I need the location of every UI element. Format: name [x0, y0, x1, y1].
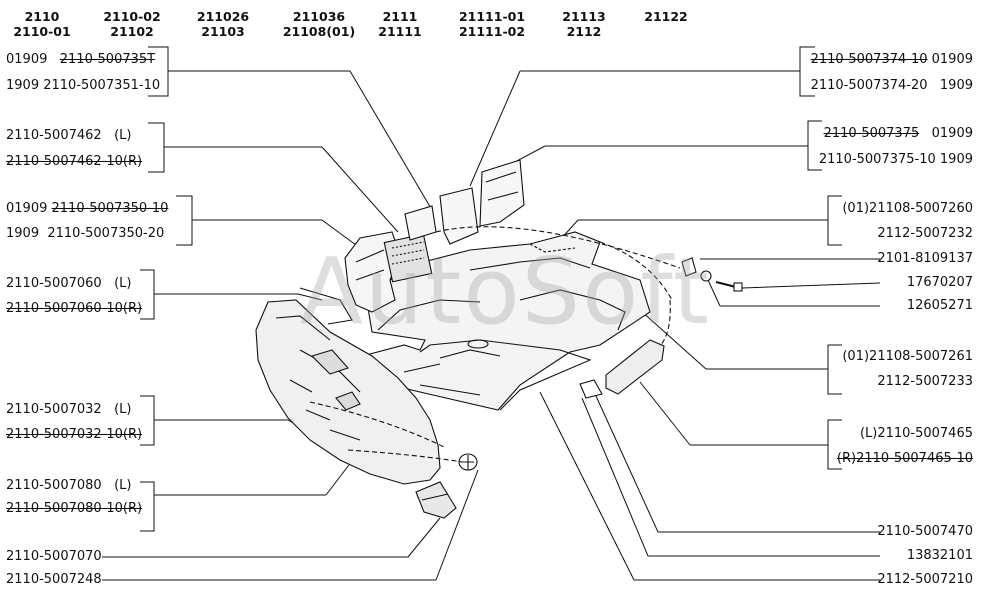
header-col-4-top: 211036 — [292, 9, 346, 24]
header-col-1-bottom: 2110-01 — [13, 24, 71, 39]
label-r7: 2101-8109137 — [877, 251, 973, 266]
header-col-8-top: 21122 — [644, 9, 688, 24]
header-col-4: 211036 21108(01) — [276, 9, 362, 39]
header-col-2-bottom: 21102 — [110, 24, 154, 39]
label-r10: (01)21108-5007261 — [842, 349, 973, 364]
label-r2: 2110-5007374-20 1909 — [810, 78, 973, 93]
label-r4: 2110-5007375-10 1909 — [818, 152, 973, 167]
header-col-5: 2111 21111 — [370, 9, 430, 39]
label-l6: 1909 2110-5007350-20 — [6, 226, 165, 241]
label-r1: 2110-5007374-10 01909 — [810, 52, 973, 67]
header-col-1-top: 2110 — [24, 9, 60, 24]
header-col-6-top: 21111-01 — [458, 9, 526, 24]
label-r15: 13832101 — [906, 548, 973, 563]
watermark: AutoSoft — [300, 238, 712, 345]
header-col-7-top: 21113 — [562, 9, 606, 24]
label-r5: (01)21108-5007260 — [842, 201, 973, 216]
header-col-2: 2110-02 21102 — [92, 9, 172, 39]
label-r16: 2112-5007210 — [877, 572, 973, 587]
header-col-6-bottom: 21111-02 — [458, 24, 526, 39]
label-r13: (R)2110-5007465-10 — [836, 451, 973, 466]
label-l1: 01909 2110-500735T — [6, 52, 156, 67]
label-l4: 2110-5007462-10(R) — [6, 154, 143, 169]
header-col-7-bottom: 2112 — [566, 24, 602, 39]
right-brackets — [799, 46, 842, 470]
label-l13: 2110-5007070 — [6, 549, 102, 564]
label-r6: 2112-5007232 — [877, 226, 973, 241]
header-col-4-bottom: 21108(01) — [282, 24, 356, 39]
header-col-7: 21113 2112 — [552, 9, 616, 39]
header-col-2-top: 2110-02 — [103, 9, 161, 24]
label-r12: (L)2110-5007465 — [859, 426, 973, 441]
header-col-5-top: 2111 — [382, 9, 418, 24]
header-col-6: 21111-01 21111-02 — [450, 9, 534, 39]
header-col-8: 21122 — [636, 9, 696, 24]
label-l2: 1909 2110-5007351-10 — [6, 78, 161, 93]
label-l3: 2110-5007462 (L) — [6, 128, 132, 143]
label-l9: 2110-5007032 (L) — [6, 402, 132, 417]
label-l7: 2110-5007060 (L) — [6, 276, 132, 291]
label-l11: 2110-5007080 (L) — [6, 478, 132, 493]
label-r8: 17670207 — [906, 275, 973, 290]
label-r9: 12605271 — [906, 298, 973, 313]
label-r3: 2110-5007375 01909 — [823, 126, 973, 141]
label-l14: 2110-5007248 — [6, 572, 102, 587]
header-col-5-bottom: 21111 — [378, 24, 422, 39]
label-r14: 2110-5007470 — [877, 524, 973, 539]
label-l8: 2110-5007060-10(R) — [6, 301, 143, 316]
label-l12: 2110-5007080-10(R) — [6, 501, 143, 516]
label-l5: 01909 2110-5007350-10 — [6, 201, 169, 216]
parts-drawing — [255, 159, 743, 519]
label-l10: 2110-5007032-10(R) — [6, 427, 143, 442]
header-col-1: 2110 2110-01 — [12, 9, 72, 39]
label-r11: 2112-5007233 — [877, 374, 973, 389]
header-col-3: 211026 21103 — [188, 9, 258, 39]
left-brackets — [140, 46, 193, 532]
header-col-3-bottom: 21103 — [201, 24, 245, 39]
header-col-3-top: 211026 — [196, 9, 250, 24]
